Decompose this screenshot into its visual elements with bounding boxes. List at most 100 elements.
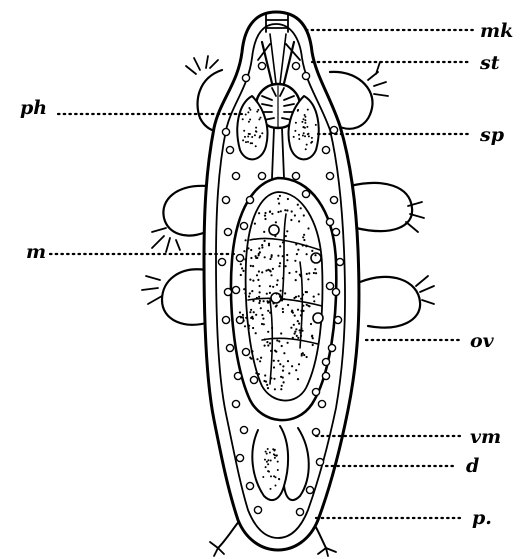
stipple-dot: [307, 133, 309, 135]
stipple-dot: [255, 332, 257, 334]
stipple-dot: [245, 317, 247, 319]
stipple-dot: [272, 448, 274, 450]
body-cell: [322, 358, 329, 365]
stipple-dot: [258, 118, 260, 120]
body-cell: [302, 72, 309, 79]
stipple-dot: [314, 268, 316, 270]
stipple-dot: [303, 132, 305, 134]
body-cell: [328, 344, 335, 351]
stipple-dot: [311, 137, 313, 139]
stipple-dot: [262, 476, 264, 478]
stipple-dot: [299, 274, 301, 276]
body-cell: [250, 376, 257, 383]
stipple-dot: [244, 136, 246, 138]
stipple-dot: [304, 122, 306, 124]
stipple-dot: [267, 387, 269, 389]
stipple-dot: [297, 320, 299, 322]
stipple-dot: [262, 318, 264, 320]
stipple-dot: [307, 278, 309, 280]
stipple-dot: [308, 135, 310, 137]
label-mk-group: mk: [306, 20, 513, 42]
stipple-dot: [271, 213, 273, 215]
stipple-dot: [290, 219, 292, 221]
stipple-dot: [242, 316, 244, 318]
stipple-dot: [260, 307, 262, 309]
stipple-dot: [269, 211, 271, 213]
label-m: m: [26, 241, 46, 263]
stipple-dot: [278, 478, 280, 480]
stipple-dot: [250, 257, 252, 259]
stipple-dot: [295, 328, 297, 330]
stipple-dot: [282, 370, 284, 372]
stipple-dot: [286, 230, 288, 232]
stipple-dot: [270, 377, 272, 379]
body-cell: [254, 506, 261, 513]
stipple-dot: [269, 312, 271, 314]
stipple-dot: [281, 299, 283, 301]
stipple-dot: [269, 292, 271, 294]
stipple-dot: [301, 330, 303, 332]
body-cell: [232, 172, 239, 179]
stipple-dot: [298, 323, 300, 325]
label-ov: ov: [470, 330, 495, 352]
stipple-dot: [261, 271, 263, 273]
stipple-dot: [318, 293, 320, 295]
stipple-dot: [286, 254, 288, 256]
stipple-dot: [264, 240, 266, 242]
stipple-dot: [278, 340, 280, 342]
stipple-dot: [267, 269, 269, 271]
stipple-dot: [250, 358, 252, 360]
stipple-dot: [270, 475, 272, 477]
stipple-dot: [275, 305, 277, 307]
body-cell: [236, 254, 243, 261]
stipple-dot: [272, 286, 274, 288]
body-cell: [296, 508, 303, 515]
stipple-dot: [275, 221, 277, 223]
stipple-dot: [244, 258, 246, 260]
stipple-dot: [283, 352, 285, 354]
stipple-dot: [287, 198, 289, 200]
body-cell: [292, 172, 299, 179]
stipple-dot: [264, 212, 266, 214]
stipple-dot: [282, 311, 284, 313]
stipple-dot: [274, 235, 276, 237]
stipple-dot: [248, 107, 250, 109]
body-cell: [306, 486, 313, 493]
body-cell: [316, 458, 323, 465]
stipple-dot: [297, 378, 299, 380]
stipple-dot: [249, 311, 251, 313]
stipple-dot: [269, 452, 271, 454]
stipple-dot: [305, 291, 307, 293]
stipple-dot: [242, 139, 244, 141]
stipple-dot: [287, 360, 289, 362]
stipple-dot: [278, 202, 280, 204]
stipple-dot: [243, 320, 245, 322]
stipple-dot: [267, 331, 269, 333]
body-cell: [232, 286, 239, 293]
stipple-dot: [304, 119, 306, 121]
stipple-dot: [303, 354, 305, 356]
stipple-dot: [281, 385, 283, 387]
label-st-group: st: [312, 52, 500, 74]
stipple-dot: [245, 239, 247, 241]
stipple-dot: [277, 469, 279, 471]
body-cell: [232, 400, 239, 407]
stipple-dot: [286, 259, 288, 261]
body-cell: [312, 388, 319, 395]
stipple-dot: [263, 231, 265, 233]
stipple-dot: [253, 311, 255, 313]
stipple-dot: [302, 135, 304, 137]
stipple-dot: [286, 209, 288, 211]
stipple-dot: [283, 298, 285, 300]
stipple-dot: [266, 461, 268, 463]
stipple-dot: [296, 253, 298, 255]
stipple-dot: [249, 119, 251, 121]
stipple-dot: [256, 111, 258, 113]
stipple-dot: [258, 296, 260, 298]
stipple-dot: [287, 304, 289, 306]
stipple-dot: [298, 134, 300, 136]
stipple-dot: [264, 218, 266, 220]
stipple-dot: [300, 335, 302, 337]
stipple-dot: [291, 310, 293, 312]
stipple-dot: [269, 258, 271, 260]
